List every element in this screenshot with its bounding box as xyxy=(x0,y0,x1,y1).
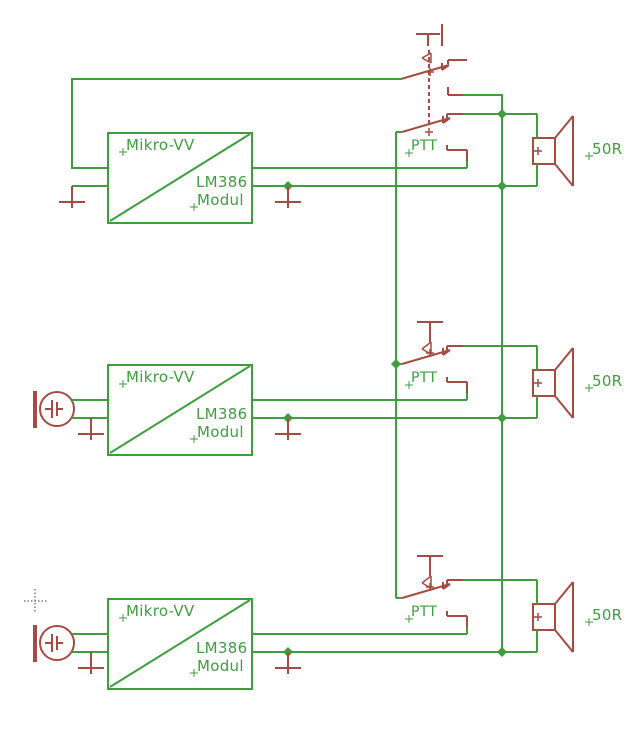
station-1: Mikro-VV LM386 Modul xyxy=(58,24,622,224)
input-loop-wire[interactable] xyxy=(71,78,401,187)
speaker-value-label[interactable]: 50R xyxy=(592,606,622,624)
ptt-label[interactable]: PTT xyxy=(411,138,437,154)
module-ic-label[interactable]: LM386 xyxy=(196,639,247,657)
module-ic-suffix-label[interactable]: Modul xyxy=(197,191,244,209)
cursor-crosshair-icon xyxy=(24,589,47,613)
module-name-label[interactable]: Mikro-VV xyxy=(126,136,195,154)
station-2: Mikro-VV LM386 Modul PTT 50R xyxy=(32,321,622,456)
speaker-icon[interactable] xyxy=(532,345,574,419)
module-name-label[interactable]: Mikro-VV xyxy=(126,368,195,386)
ptt-switch-icon[interactable] xyxy=(396,555,468,628)
ptt-switch-icon[interactable] xyxy=(396,113,468,162)
changeover-switch-icon[interactable] xyxy=(400,24,467,127)
module-ic-label[interactable]: LM386 xyxy=(196,405,247,423)
module-ic-suffix-label[interactable]: Modul xyxy=(197,423,244,441)
ptt-switch-icon[interactable] xyxy=(391,321,468,394)
speaker-value-label[interactable]: 50R xyxy=(592,372,622,390)
amplifier-module-3[interactable]: Mikro-VV LM386 Modul xyxy=(107,598,253,690)
microphone-icon[interactable] xyxy=(32,390,109,441)
junction-dot xyxy=(497,109,507,119)
microphone-icon[interactable] xyxy=(32,624,109,675)
speaker-icon[interactable] xyxy=(532,113,574,187)
ptt-label[interactable]: PTT xyxy=(411,370,437,386)
module-ic-suffix-label[interactable]: Modul xyxy=(197,657,244,675)
module-ic-label[interactable]: LM386 xyxy=(196,173,247,191)
amplifier-module-2[interactable]: Mikro-VV LM386 Modul xyxy=(107,364,253,456)
ground-icon[interactable] xyxy=(58,185,86,209)
amplifier-module-1[interactable]: Mikro-VV LM386 Modul xyxy=(107,132,253,224)
ptt-label[interactable]: PTT xyxy=(411,604,437,620)
module-name-label[interactable]: Mikro-VV xyxy=(126,602,195,620)
speaker-icon[interactable] xyxy=(532,579,574,653)
station-3: Mikro-VV LM386 Modul PTT 50R xyxy=(32,555,622,690)
speaker-value-label[interactable]: 50R xyxy=(592,140,622,158)
